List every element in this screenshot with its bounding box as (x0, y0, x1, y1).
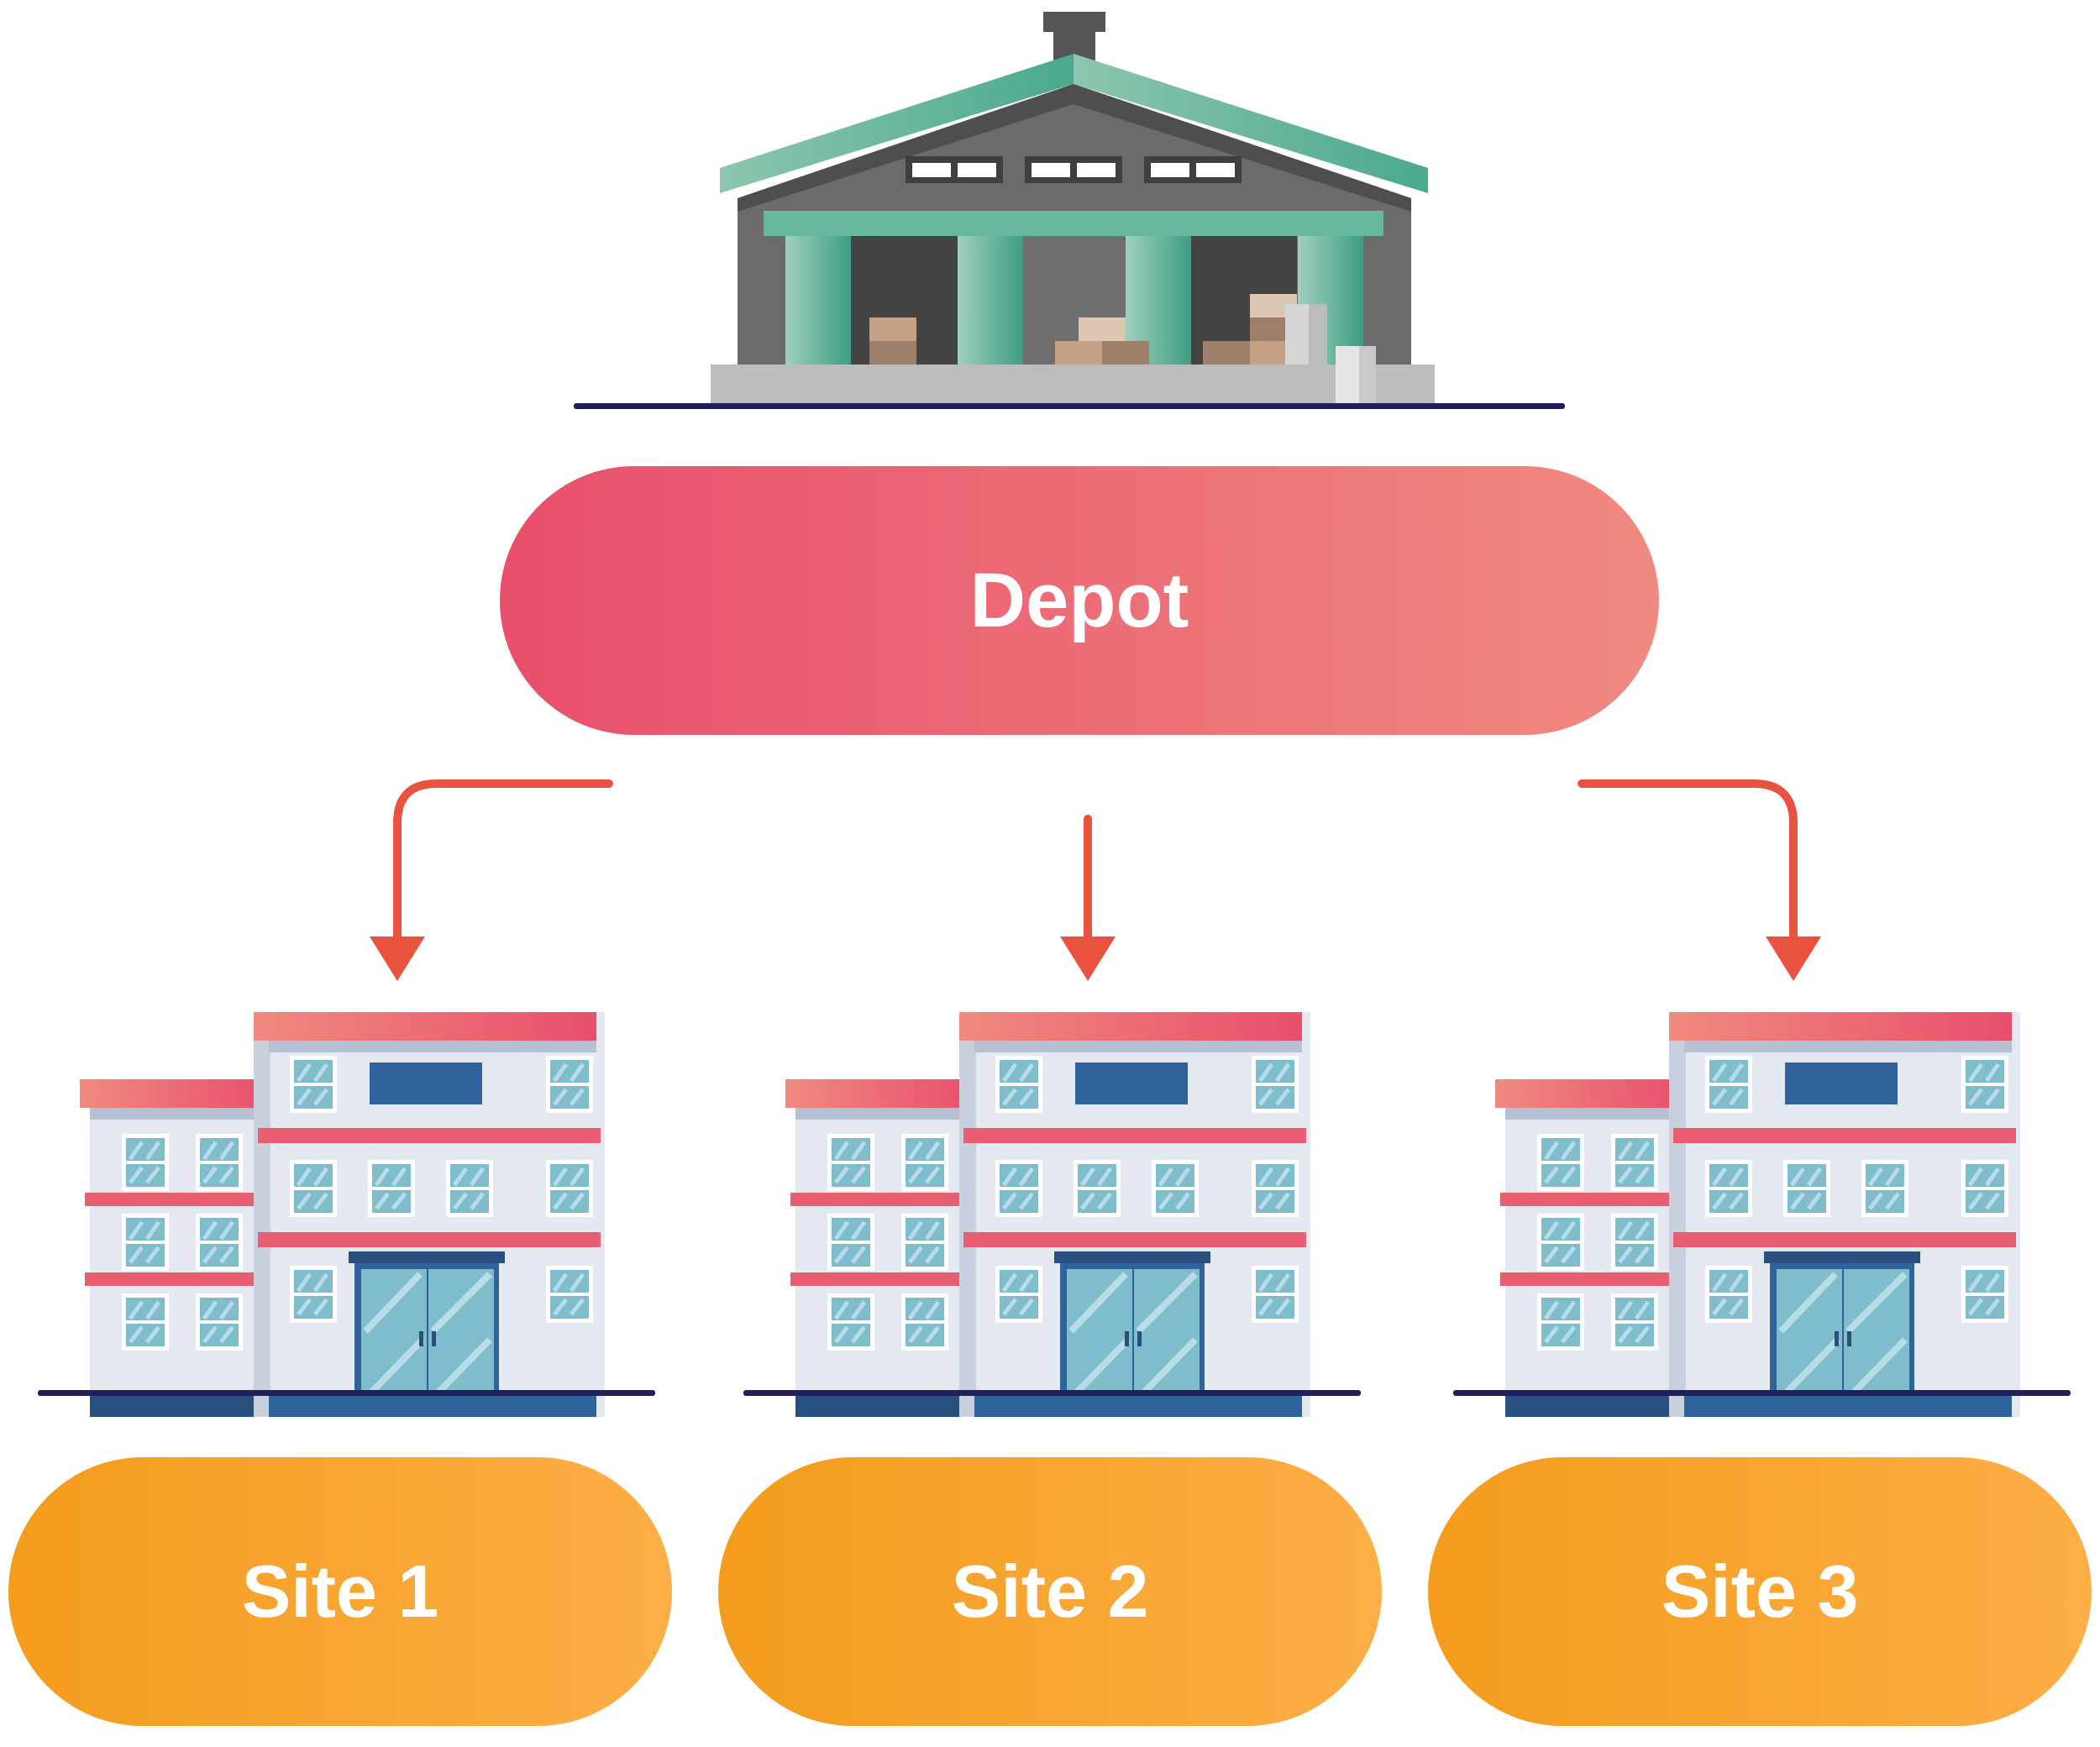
arrow-head-site-2 (1060, 936, 1116, 981)
arrow-to-site-3 (1578, 779, 1798, 943)
arrow-head-site-3 (1766, 936, 1821, 981)
site-1-node (8, 1457, 672, 1726)
site-1-building-illustration (80, 1012, 605, 1417)
site-3-ground-line (1453, 1390, 2071, 1396)
site-3-node (1428, 1457, 2092, 1726)
depot-node (500, 466, 1659, 735)
site-1-ground-line (38, 1390, 655, 1396)
site-2-ground-line (743, 1390, 1361, 1396)
site-2-node (718, 1457, 1382, 1726)
arrow-head-site-1 (370, 936, 425, 981)
arrow-to-site-1 (393, 779, 613, 943)
warehouse-illustration (574, 12, 1565, 409)
site-2-building-illustration (785, 1012, 1310, 1417)
site-3-building-illustration (1495, 1012, 2020, 1417)
